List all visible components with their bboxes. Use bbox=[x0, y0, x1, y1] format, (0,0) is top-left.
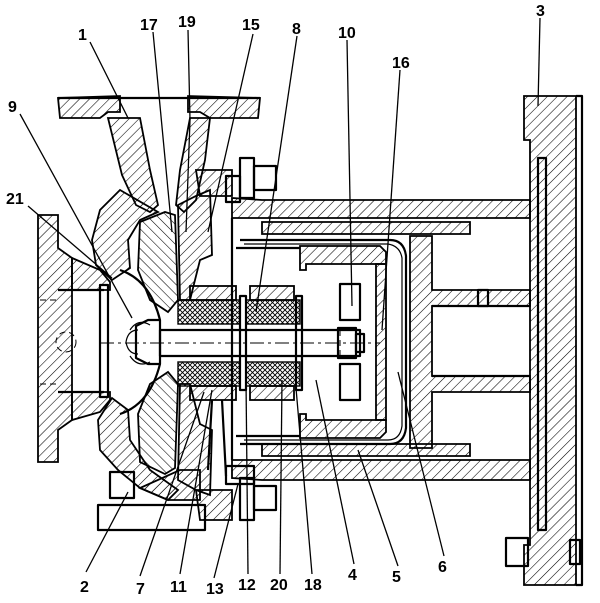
callout-18: 18 bbox=[304, 577, 322, 594]
callout-1: 1 bbox=[78, 27, 87, 44]
callout-4: 4 bbox=[348, 567, 357, 584]
callout-6: 6 bbox=[438, 559, 447, 576]
containment-shell bbox=[240, 238, 408, 446]
motor-flange bbox=[504, 94, 584, 587]
pump-casing bbox=[37, 95, 261, 532]
callout-15: 15 bbox=[242, 17, 260, 34]
callout-7: 7 bbox=[136, 581, 145, 598]
callout-20: 20 bbox=[270, 577, 288, 594]
callout-9: 9 bbox=[8, 99, 17, 116]
leader-lines bbox=[19, 17, 541, 579]
callout-3: 3 bbox=[536, 3, 545, 20]
callout-10: 10 bbox=[338, 25, 356, 42]
outer-magnet-carrier bbox=[409, 235, 531, 449]
callout-17: 17 bbox=[140, 17, 158, 34]
callout-5: 5 bbox=[392, 569, 401, 586]
impeller-nut bbox=[125, 318, 162, 366]
impeller bbox=[119, 211, 179, 476]
bearing-assembly bbox=[177, 285, 304, 486]
callout-12: 12 bbox=[238, 577, 256, 594]
callout-labels: 1 17 19 15 8 10 16 3 9 21 2 7 11 13 12 2… bbox=[6, 3, 545, 598]
callout-16: 16 bbox=[392, 55, 410, 72]
callout-11: 11 bbox=[170, 579, 187, 596]
callout-21: 21 bbox=[6, 191, 24, 208]
callout-13: 13 bbox=[206, 581, 224, 598]
callout-8: 8 bbox=[292, 21, 301, 38]
callout-2: 2 bbox=[80, 579, 89, 596]
pump-shaft bbox=[100, 326, 380, 360]
callout-19: 19 bbox=[178, 14, 196, 31]
